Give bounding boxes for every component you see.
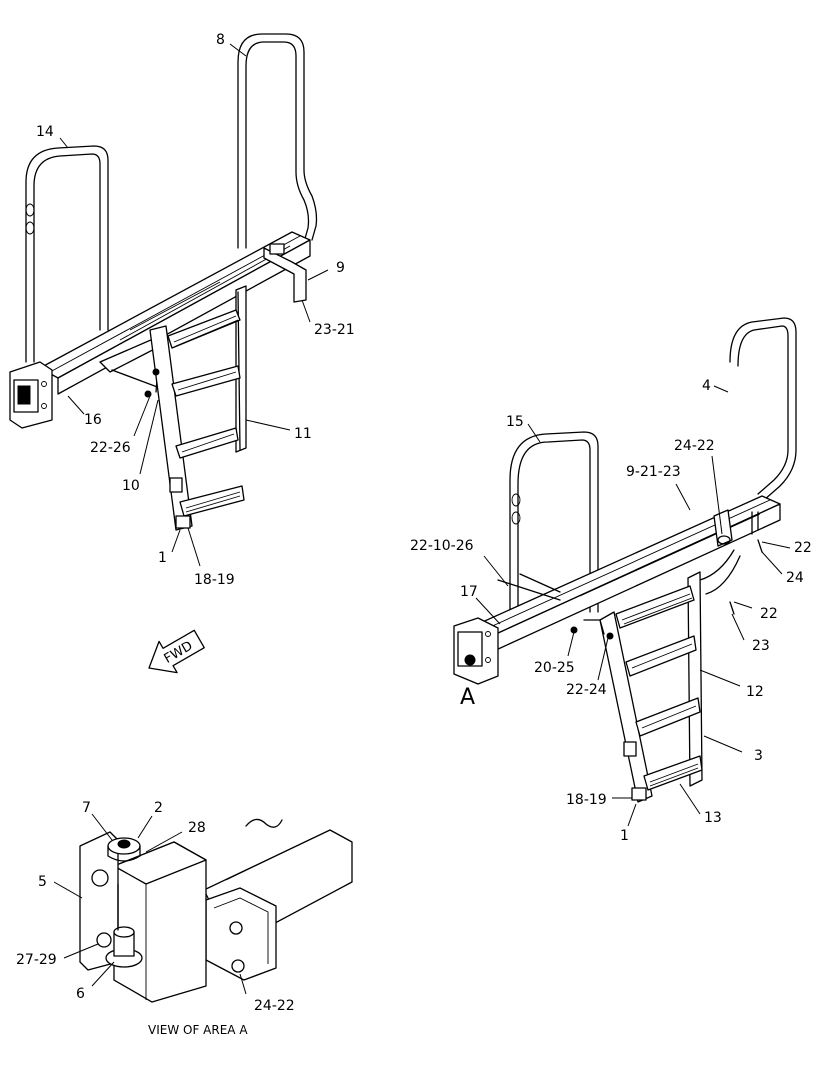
ladder-stringer-front <box>149 325 193 531</box>
callout-20-25: 20-25 <box>534 660 575 676</box>
callout-1-right: 1 <box>620 828 629 844</box>
callout-27-29: 27-29 <box>16 952 57 968</box>
callout-23-21: 23-21 <box>314 322 355 338</box>
area-marker-a: A <box>460 685 475 710</box>
callout-4: 4 <box>702 378 711 394</box>
callout-22-10-26: 22-10-26 <box>410 538 474 554</box>
callout-8: 8 <box>216 32 225 48</box>
handrail-4 <box>729 317 797 501</box>
ladder-steps-left <box>167 309 245 517</box>
detail-view-area-a <box>79 818 353 1003</box>
callout-18-19-left: 18-19 <box>194 572 235 588</box>
callout-22-24: 22-24 <box>566 682 607 698</box>
handrail-14 <box>25 145 109 363</box>
callout-labels: 8 14 9 23-21 16 22-26 11 10 1 18-19 4 15… <box>16 32 812 1037</box>
callout-24-22-top: 24-22 <box>674 438 715 454</box>
right-ladder-assembly <box>453 317 797 803</box>
callout-24: 24 <box>786 570 804 586</box>
callout-6: 6 <box>76 986 85 1002</box>
callout-10: 10 <box>122 478 140 494</box>
ladder-stringer-12 <box>687 571 703 787</box>
callout-17: 17 <box>460 584 478 600</box>
callout-12: 12 <box>746 684 764 700</box>
callout-15: 15 <box>506 414 524 430</box>
ladder-stringer-front-right <box>599 611 653 803</box>
callout-16: 16 <box>84 412 102 428</box>
view-caption: VIEW OF AREA A <box>148 1023 248 1037</box>
callout-22-a: 22 <box>794 540 812 556</box>
callout-7: 7 <box>82 800 91 816</box>
callout-24-22-bottom: 24-22 <box>254 998 295 1014</box>
callout-18-19-right: 18-19 <box>566 792 607 808</box>
callout-9-21-23: 9-21-23 <box>626 464 681 480</box>
callout-11: 11 <box>294 426 312 442</box>
callout-5: 5 <box>38 874 47 890</box>
callout-13: 13 <box>704 810 722 826</box>
fwd-direction-arrow: FWD <box>148 629 205 674</box>
handrail-15 <box>509 431 599 629</box>
callout-22-b: 22 <box>760 606 778 622</box>
callout-14: 14 <box>36 124 54 140</box>
leader-lines <box>53 43 791 995</box>
callout-1-left: 1 <box>158 550 167 566</box>
left-ladder-assembly <box>9 33 318 531</box>
callout-2: 2 <box>154 800 163 816</box>
ladder-steps-right <box>615 585 703 791</box>
callout-23: 23 <box>752 638 770 654</box>
callout-28: 28 <box>188 820 206 836</box>
callout-3: 3 <box>754 748 763 764</box>
bracket-9 <box>263 247 307 303</box>
callout-9: 9 <box>336 260 345 276</box>
callout-22-26: 22-26 <box>90 440 131 456</box>
handrail-8 <box>237 33 318 249</box>
